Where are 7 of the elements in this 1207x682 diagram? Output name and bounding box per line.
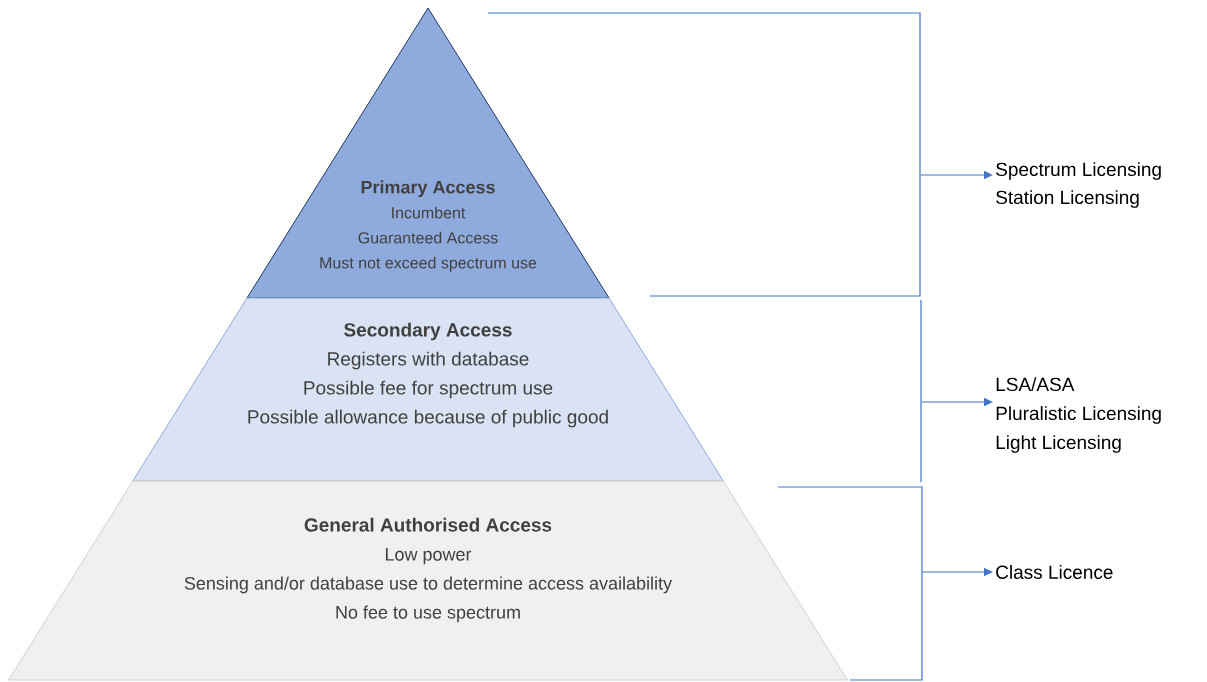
pyramid-tier: Secondary Access Registers with database Possible fee for spectrum use Possible allowance because of public good: [132, 297, 724, 482]
licence-label: Spectrum Licensing Station Licensing: [996, 162, 1161, 208]
licence-label: Class Licence: [996, 565, 1113, 579]
licence-label: LSA/ASA Pluralistic Licensing Light Licensing: [996, 377, 1161, 453]
pyramid-tier: Primary Access Incumbent Guaranteed Access Must not exceed spectrum use: [246, 7, 610, 299]
bracket: [777, 486, 923, 681]
pyramid-tier: General Authorised Access Low power Sensing and/or database use to determine access availability No fee to use spectrum: [8, 480, 848, 681]
